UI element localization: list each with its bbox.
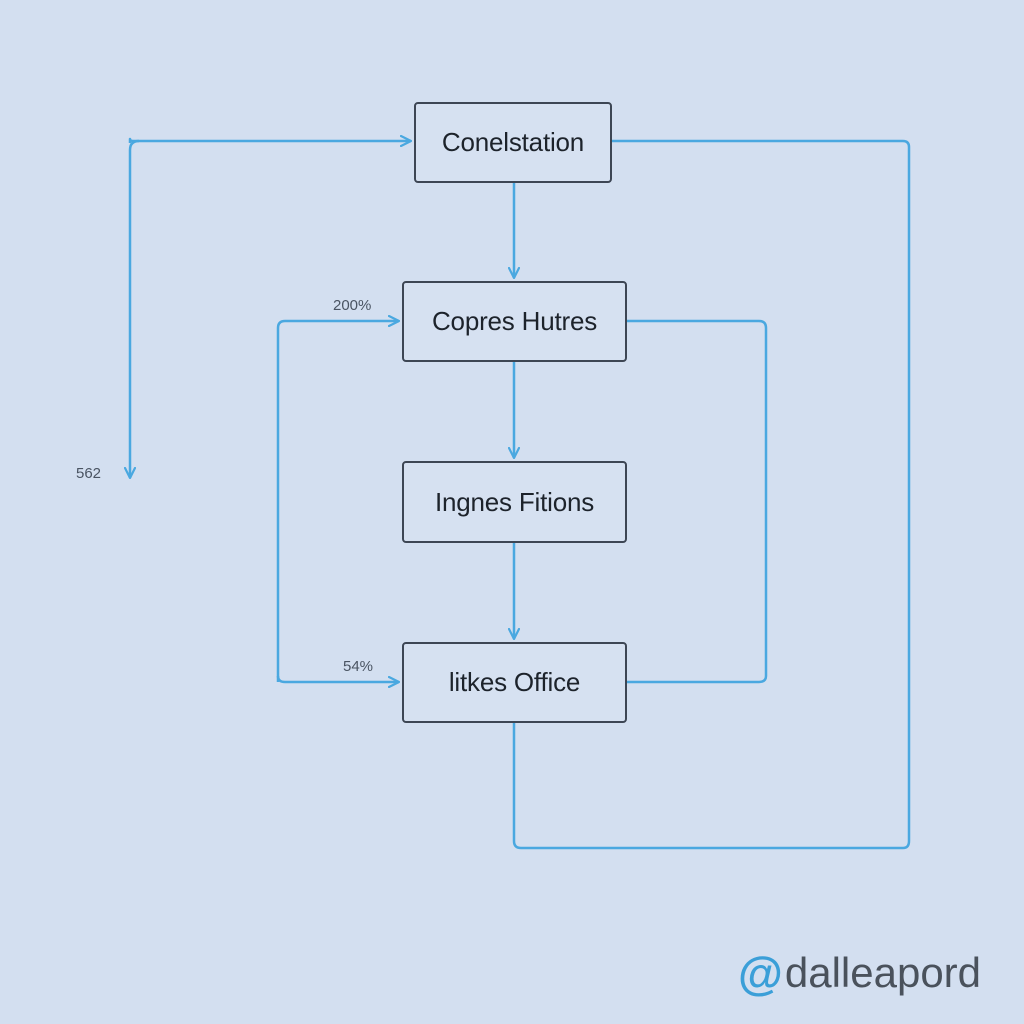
watermark-text: dalleapord [784, 949, 982, 996]
node-litkes-office: litkes Office [402, 642, 627, 723]
watermark: @ dalleapord [738, 950, 981, 996]
node-ingnes-fitions: Ingnes Fitions [402, 461, 627, 543]
edge-right-inner [627, 319, 768, 684]
edge-left-inner-to-n2 [276, 321, 399, 682]
edge-right-outer [512, 139, 911, 850]
edge-label-562: 562 [76, 465, 102, 482]
node-label: Copres Hutres [431, 306, 598, 336]
edge-left-outer-to-n1 [128, 139, 411, 143]
at-sign-icon: @ [738, 947, 783, 999]
node-label: Ingnes Fitions [434, 486, 595, 517]
node-label: Conelstation [441, 127, 585, 157]
edge-left-inner-to-n4 [276, 675, 399, 682]
node-conelstation: Conelstation [414, 102, 612, 183]
edge-label-200-percent: 200% [333, 297, 372, 314]
edge-left-outer-down [130, 139, 139, 478]
edge-label-54-percent: 54% [343, 658, 374, 675]
node-label: litkes Office [448, 667, 581, 697]
node-copres-hutres: Copres Hutres [402, 281, 627, 362]
